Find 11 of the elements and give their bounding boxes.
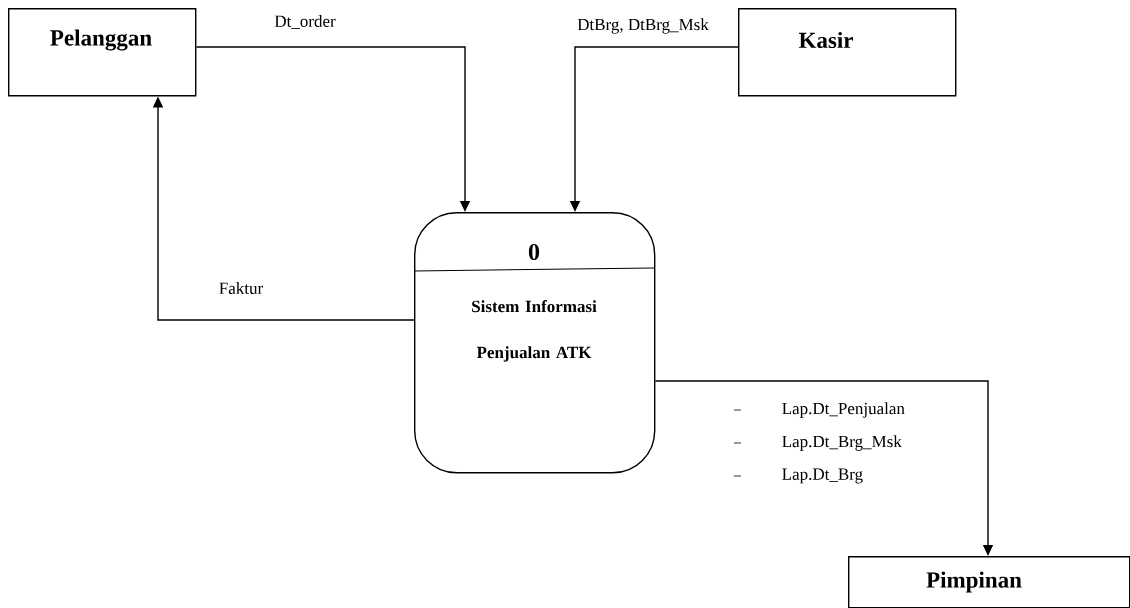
- flow-label: Lap.Dt_Brg_Msk: [782, 435, 902, 451]
- flow-label: Lap.Dt_Penjualan: [782, 402, 905, 418]
- entity-box: Pimpinan: [848, 556, 1130, 608]
- process-box: 0 Sistem Informasi Penjualan ATK: [413, 212, 656, 474]
- edge-label: Dt_order: [273, 14, 337, 30]
- edge-label: Faktur: [217, 281, 265, 295]
- entity-box: Kasir: [738, 8, 957, 97]
- edge-label: DtBrg, DtBrg_Msk: [576, 17, 710, 35]
- entity-box: Pelanggan: [8, 8, 197, 97]
- flow-label: Lap.Dt_Brg: [782, 468, 863, 484]
- arrow: [654, 380, 994, 556]
